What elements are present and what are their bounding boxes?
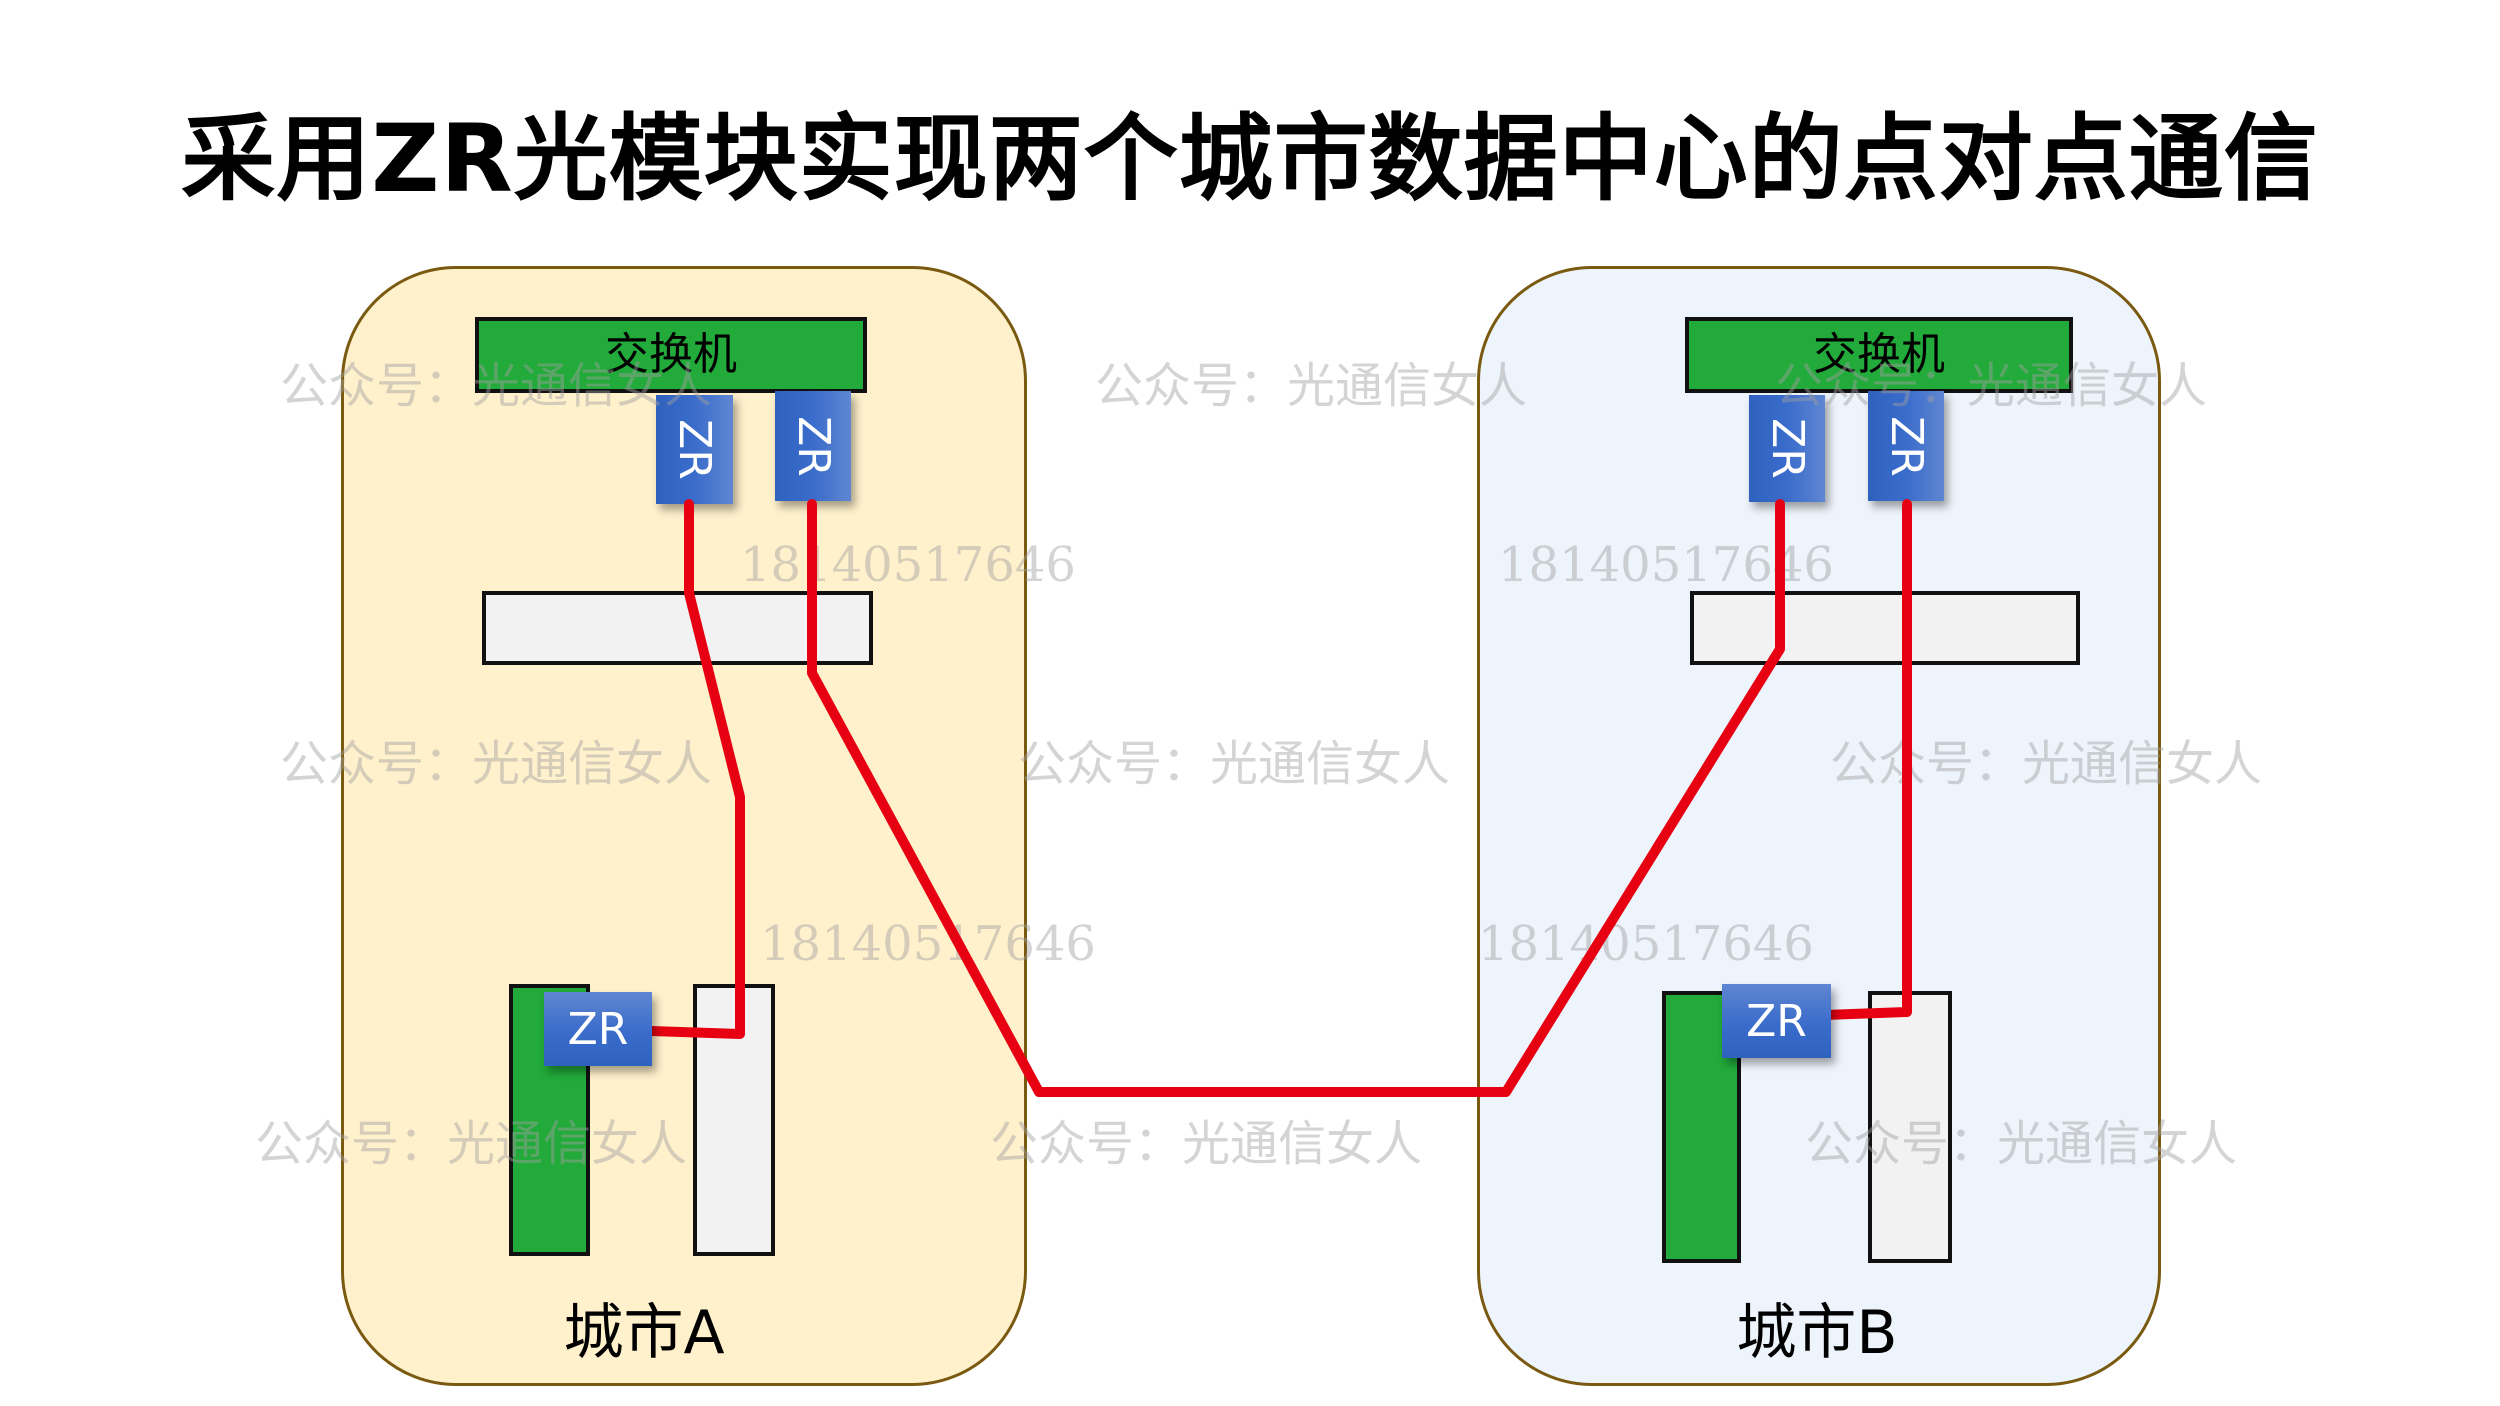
city-a-switch-zr-module-2: ZR (775, 391, 851, 501)
zr-label: ZR (1746, 995, 1807, 1047)
city-b-switch-zr-module-1: ZR (1749, 395, 1825, 502)
city-b-switch-zr-module-2: ZR (1868, 391, 1944, 501)
zr-label: ZR (567, 1003, 629, 1055)
city-b-label: 城市B (1736, 1298, 1898, 1368)
city-b-patch-panel (1690, 591, 2080, 665)
page-title: 采用ZR光模块实现两个城市数据中心的点对点通信 (181, 105, 2319, 214)
city-a-label: 城市A (563, 1298, 725, 1368)
fiber-link-city-a-local (646, 499, 745, 1039)
city-b-rack-device-gray (1868, 991, 1952, 1263)
city-b-rack-zr-module: ZR (1722, 984, 1831, 1058)
city-a-switch: 交换机 (475, 317, 867, 393)
city-a-rack-zr-module: ZR (544, 992, 652, 1066)
city-a-switch-zr-module-1: ZR (656, 395, 733, 504)
fiber-link-city-b-local (1820, 499, 1912, 1020)
fiber-link-inter-city (807, 499, 1785, 1097)
